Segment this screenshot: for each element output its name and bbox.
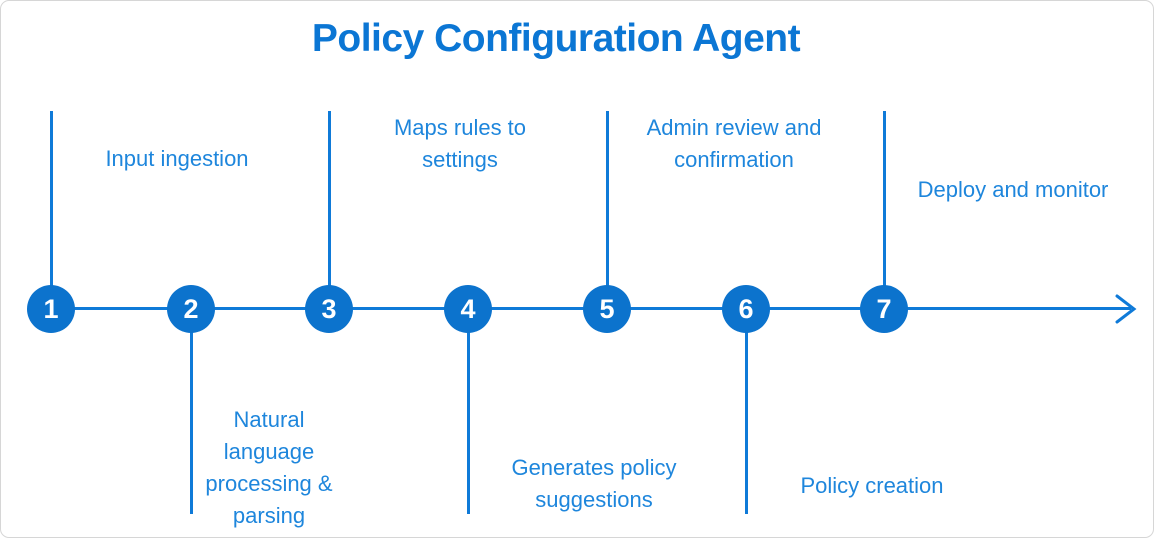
step-label-7: Deploy and monitor [917,177,1109,202]
step-node-4: 4 [444,285,492,333]
step-connector [606,111,609,309]
step-label-3: Maps rules to settings [393,115,527,172]
step-node-2: 2 [167,285,215,333]
step-node-1: 1 [27,285,75,333]
step-connector [883,111,886,309]
step-node-6: 6 [722,285,770,333]
step-node-5: 5 [583,285,631,333]
step-connector [467,309,470,514]
step-connector [328,111,331,309]
step-connector [745,309,748,514]
arrow-right-icon [1115,294,1137,324]
step-label-2: Natural language processing & parsing [205,407,333,528]
step-connector [190,309,193,514]
diagram-title: Policy Configuration Agent [311,17,801,60]
step-label-1: Input ingestion [105,146,249,171]
step-label-5: Admin review and confirmation [646,115,822,172]
step-node-7: 7 [860,285,908,333]
step-label-4: Generates policy suggestions [511,455,677,512]
step-connector [50,111,53,309]
step-node-3: 3 [305,285,353,333]
step-label-6: Policy creation [800,473,944,498]
